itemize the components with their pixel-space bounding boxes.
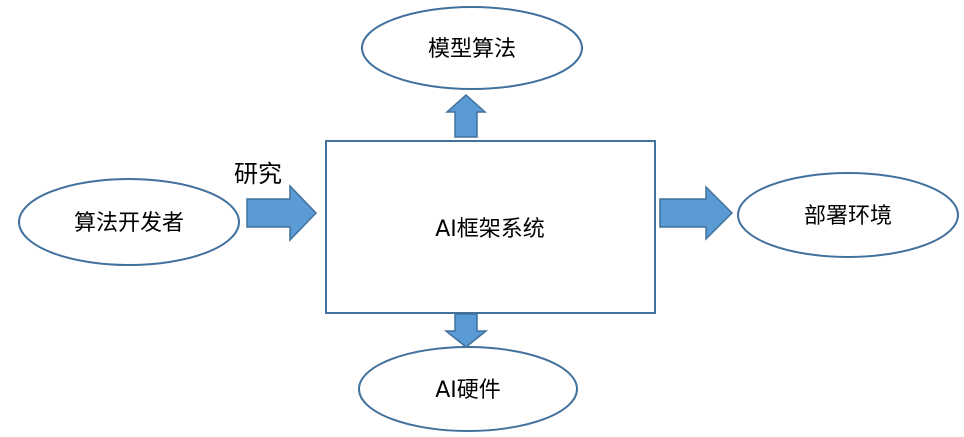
ai-hardware-node: AI硬件 — [358, 346, 578, 432]
model-algorithm-node: 模型算法 — [361, 6, 583, 90]
ai-hardware-ellipse — [358, 346, 578, 432]
algorithm-developer-node: 算法开发者 — [18, 178, 240, 266]
model-algorithm-ellipse — [361, 6, 583, 90]
research-edge-label: 研究 — [234, 160, 282, 188]
deployment-environment-node: 部署环境 — [737, 172, 959, 258]
ai-framework-system-box — [325, 140, 656, 314]
ai-framework-system-label: AI框架系统 — [435, 217, 545, 242]
deployment-environment-ellipse — [737, 172, 959, 258]
arrow-up-to-model-algorithm — [445, 93, 487, 138]
ai-hardware-label: AI硬件 — [435, 378, 501, 403]
model-algorithm-label: 模型算法 — [428, 37, 516, 62]
arrow-framework-to-deployment — [659, 185, 734, 241]
ai-framework-system-node: AI框架系统 — [325, 140, 656, 314]
arrow-down-to-ai-hardware — [443, 313, 489, 348]
arrow-developer-to-framework — [246, 184, 318, 242]
deployment-environment-label: 部署环境 — [804, 204, 892, 229]
algorithm-developer-label: 算法开发者 — [74, 211, 184, 236]
algorithm-developer-ellipse — [18, 178, 240, 266]
